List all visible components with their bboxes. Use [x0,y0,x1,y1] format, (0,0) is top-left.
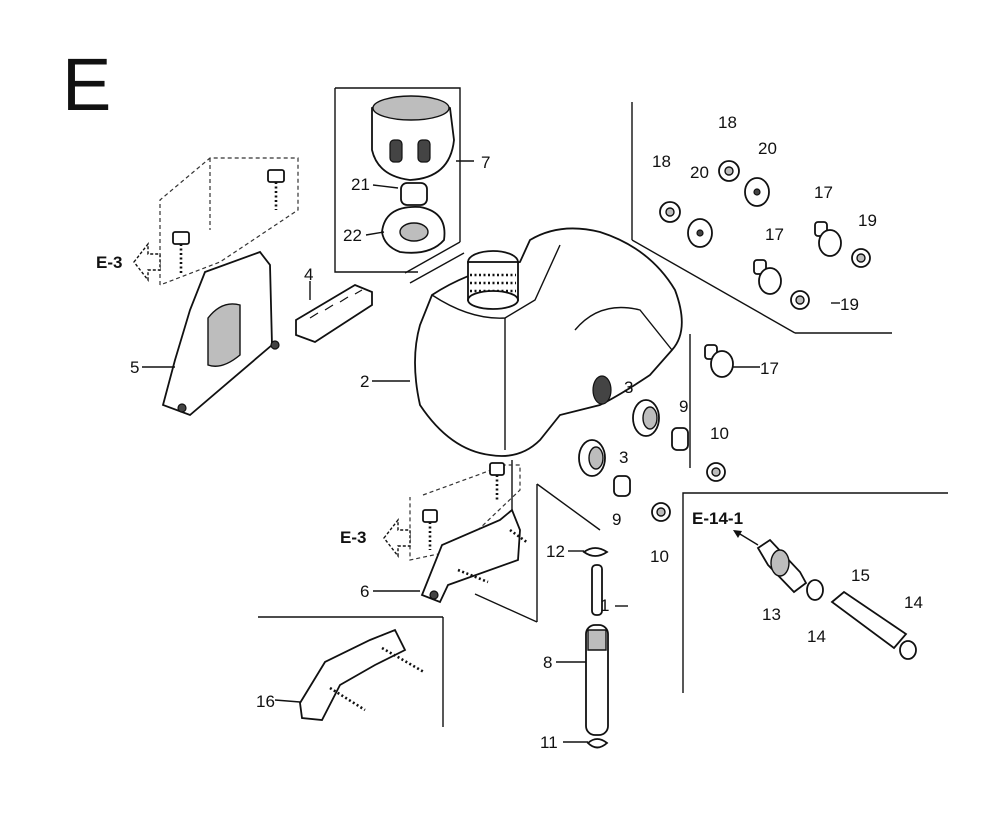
tank-bracket [161,250,280,417]
dashed-box-lower-bolts [409,464,521,561]
callout-1: 1 [600,596,609,615]
callout-22: 22 [343,226,362,245]
clamp-12 [582,547,609,557]
callout-4: 4 [304,265,313,284]
callout-18-left: 18 [652,152,671,171]
fasteners-18-19-20 [659,160,871,310]
callout-6: 6 [360,582,369,601]
callout-9-lower: 9 [612,510,621,529]
ref-label-e3-upper: E-3 [96,253,122,272]
callout-19-lower: 19 [840,295,859,314]
callout-10-lower: 10 [650,547,669,566]
ref-e14-1: E-14-1 [692,509,759,546]
cap-retainer [381,206,446,254]
fuel-tube-8 [585,624,609,736]
bolts-upper [172,169,285,274]
callout-2: 2 [360,372,369,391]
group-frames [258,87,948,727]
callout-16: 16 [256,692,275,711]
pins-17 [704,221,842,378]
callout-7: 7 [481,153,490,172]
ref-label-e3-lower: E-3 [340,528,366,547]
ref-arrow-e3-upper: E-3 [96,241,161,283]
callout-8: 8 [543,653,552,672]
callout-3-upper: 3 [624,378,633,397]
callouts: 1 2 3 3 4 5 6 7 8 9 9 10 10 11 12 13 14 … [130,113,923,752]
callout-3-lower: 3 [619,448,628,467]
cap-gasket [400,182,428,206]
callout-15: 15 [851,566,870,585]
callout-17-middle: 17 [765,225,784,244]
callout-5: 5 [130,358,139,377]
rubber-cushion [295,283,373,344]
callout-9-upper: 9 [679,397,688,416]
callout-14-left: 14 [807,627,826,646]
nuts-10 [651,462,726,522]
collars [613,427,689,497]
ref-arrow-e3-lower: E-3 [340,517,411,559]
callout-17-top: 17 [814,183,833,202]
fuel-tank [414,227,683,457]
mount-16 [299,628,425,721]
lower-bracket [420,508,529,604]
callout-20-left: 20 [690,163,709,182]
ref-label-e14-1: E-14-1 [692,509,743,528]
fuel-hose-15 [830,590,908,650]
dashed-box-upper-bolts [159,157,299,286]
callout-19-top: 19 [858,211,877,230]
fuel-cap [371,95,455,181]
callout-20-top: 20 [758,139,777,158]
clamp-11 [586,738,609,749]
section-letter: E [62,43,111,126]
leader-lines [142,160,840,743]
clip-14-right [899,640,917,660]
callout-13: 13 [762,605,781,624]
clip-14-left [806,579,824,601]
callout-14-right: 14 [904,593,923,612]
callout-21: 21 [351,175,370,194]
fuel-joint-13 [756,538,808,594]
callout-10-upper: 10 [710,424,729,443]
callout-18-top: 18 [718,113,737,132]
fuel-pickup-1 [591,564,603,616]
callout-11: 11 [540,733,558,752]
callout-12: 12 [546,542,565,561]
bolts-lower [422,462,505,550]
callout-17-lower: 17 [760,359,779,378]
grommets [578,399,660,477]
